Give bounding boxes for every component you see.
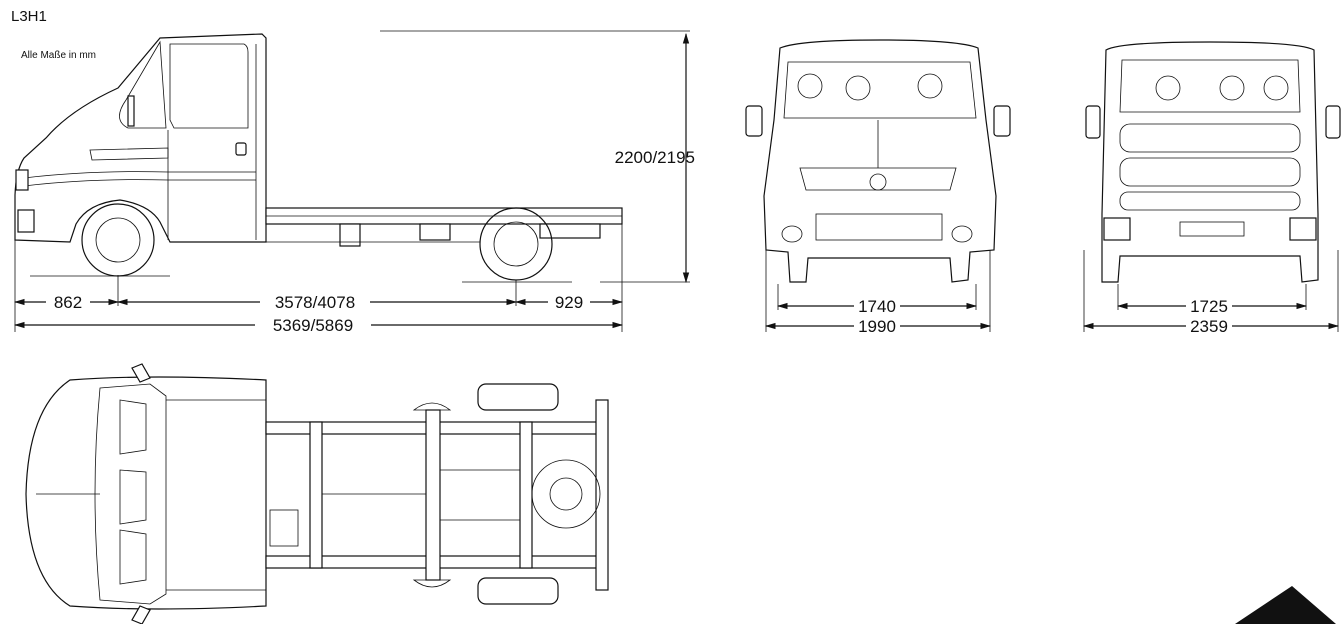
front-track-label: 1740 [858, 297, 896, 316]
front-body-outline [763, 39, 997, 283]
height-label: 2200/2195 [615, 148, 695, 167]
top-rear-wheel-lower [477, 577, 559, 605]
overhang-rear-label: 929 [555, 293, 583, 312]
units-note: Alle Maße in mm [21, 50, 97, 61]
corner-stripe-icon [1235, 586, 1336, 624]
rear-track-label: 1725 [1190, 297, 1228, 316]
cab-outline [14, 33, 267, 243]
rear-view: 1725 2359 [1082, 41, 1341, 336]
top-rear-wheel-upper [477, 383, 559, 411]
front-wheel [81, 203, 155, 277]
wheelbase-label: 3578/4078 [275, 293, 355, 312]
total-length-label: 5369/5869 [273, 316, 353, 335]
top-view [25, 363, 609, 624]
side-view: 862 3578/4078 929 5369/5869 2200/2195 [13, 30, 695, 335]
rear-width-label: 2359 [1190, 317, 1228, 336]
top-cab-outline [25, 376, 267, 610]
drawing-title: L3H1 [11, 8, 47, 25]
front-view: 1740 1990 [745, 39, 1011, 336]
rear-body-outline [1101, 41, 1319, 283]
overhang-front-label: 862 [54, 293, 82, 312]
front-width-label: 1990 [858, 317, 896, 336]
